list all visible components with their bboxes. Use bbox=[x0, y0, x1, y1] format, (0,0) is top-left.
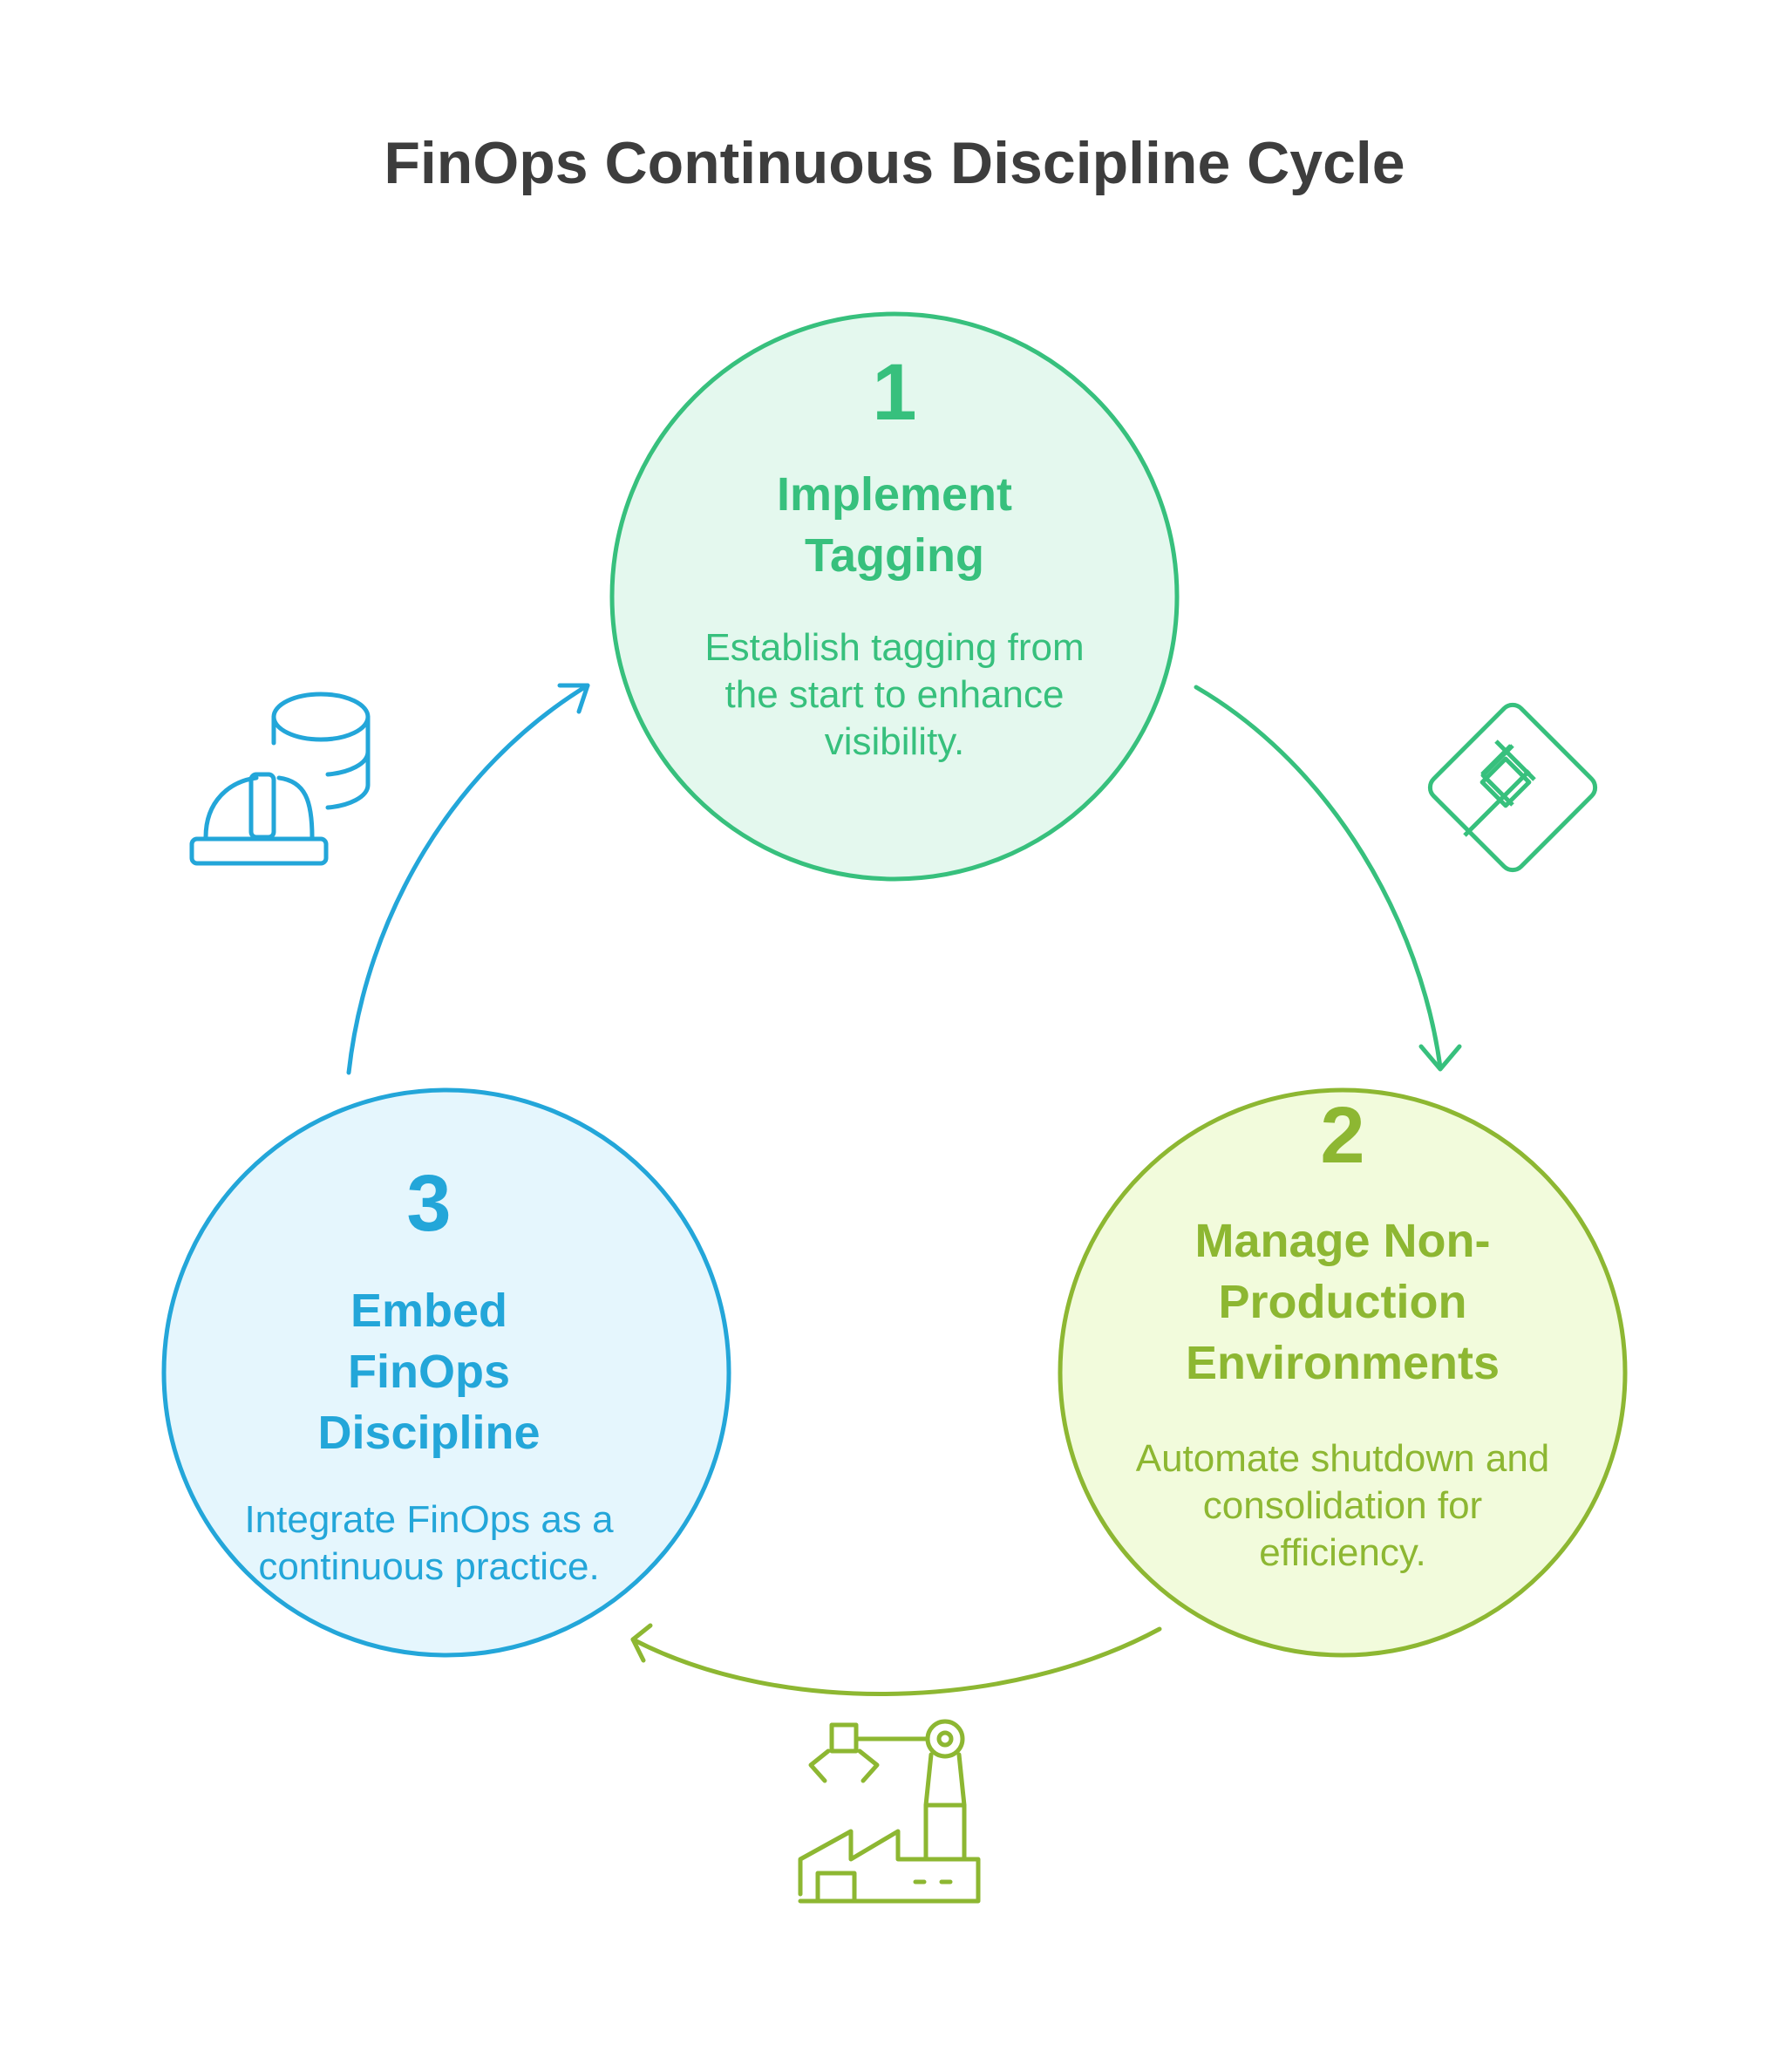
step-1-circle bbox=[609, 311, 1180, 882]
arrow-step2-to-step3 bbox=[630, 1623, 1162, 1696]
step-2-number: 2 bbox=[1320, 1091, 1365, 1180]
step-1: 1 Implement Tagging Establish tagging fr… bbox=[650, 349, 1139, 766]
hard-hat-database-icon bbox=[189, 692, 371, 866]
step-2-heading: Manage Non-Production Environments bbox=[1185, 1215, 1500, 1389]
step-3-circle bbox=[161, 1087, 731, 1658]
step-2-circle bbox=[1058, 1087, 1628, 1658]
step-2-description: Automate shutdown and consolidation for … bbox=[1135, 1437, 1550, 1574]
factory-robot-arm-icon bbox=[798, 1719, 981, 1904]
diagram-title: FinOps Continuous Discipline Cycle bbox=[384, 130, 1405, 196]
step-3-description: Integrate FinOps as a continuous practic… bbox=[244, 1498, 614, 1588]
step-1-description: Establish tagging from the start to enha… bbox=[704, 626, 1085, 763]
tag-diamond-icon bbox=[1427, 702, 1598, 873]
step-2: 2 Manage Non-Production Environments Aut… bbox=[1099, 1092, 1587, 1577]
step-3-number: 3 bbox=[406, 1159, 452, 1248]
step-3: 3 Embed FinOps Discipline Integrate FinO… bbox=[185, 1160, 673, 1591]
arrow-step3-to-step1 bbox=[346, 683, 590, 1075]
step-1-heading: Implement Tagging bbox=[776, 468, 1013, 582]
arrow-step1-to-step2 bbox=[1194, 685, 1462, 1072]
step-3-heading: Embed FinOps Discipline bbox=[317, 1285, 541, 1459]
step-1-number: 1 bbox=[872, 348, 917, 437]
